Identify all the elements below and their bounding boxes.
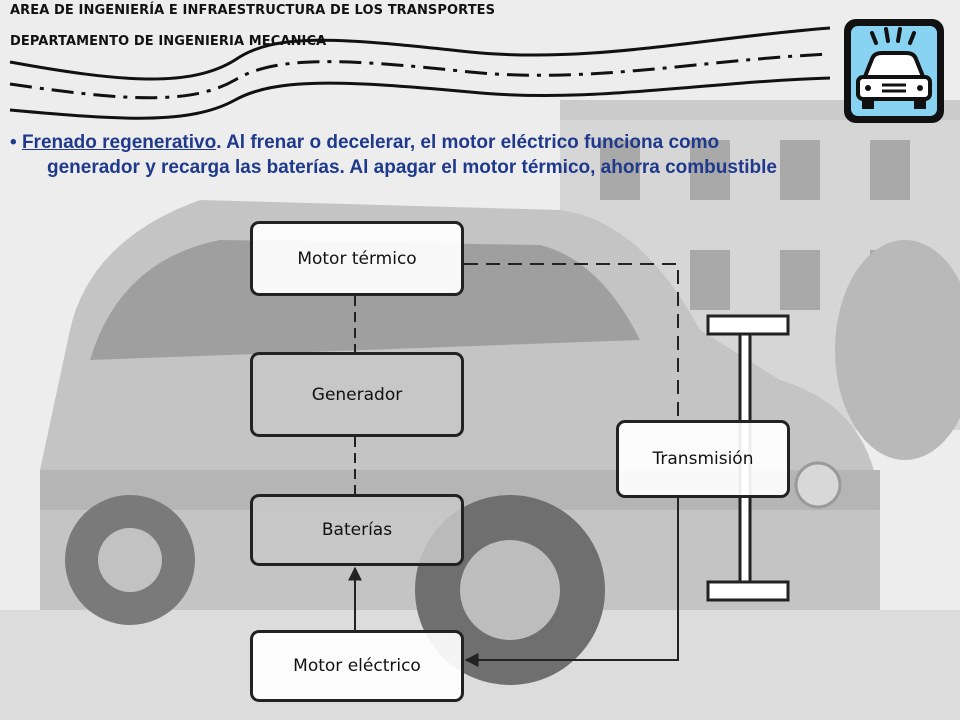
arrow-transmision-motor-electrico: [464, 498, 679, 667]
header-department: DEPARTAMENTO DE INGENIERIA MECANICA: [10, 34, 327, 49]
box-motor-termico: Motor térmico: [250, 221, 464, 296]
label-transmision: Transmisión: [652, 449, 754, 469]
bullet-text: • Frenado regenerativo. Al frenar o dece…: [10, 130, 940, 180]
label-generador: Generador: [311, 384, 403, 405]
bullet-text-line2: generador y recarga las baterías. Al apa…: [47, 157, 777, 178]
box-generador: Generador: [250, 352, 464, 437]
car-icon: [844, 19, 944, 123]
label-baterias: Baterías: [321, 520, 393, 540]
header-institution: AREA DE INGENIERÍA E INFRAESTRUCTURA DE …: [10, 3, 496, 18]
box-transmision: Transmisión: [616, 420, 790, 498]
box-baterias: Baterías: [250, 494, 464, 566]
bullet-title: Frenado regenerativo: [21, 132, 217, 153]
bullet-marker: •: [10, 132, 17, 153]
bullet-text-line1: . Al frenar o decelerar, el motor eléctr…: [216, 132, 720, 153]
label-motor-electrico: Motor eléctrico: [293, 656, 421, 676]
label-motor-termico: Motor térmico: [297, 248, 417, 269]
dashed-link-motor-termico-transmision: [464, 263, 679, 420]
road-banner: [9, 26, 831, 120]
box-motor-electrico: Motor eléctrico: [250, 630, 464, 702]
